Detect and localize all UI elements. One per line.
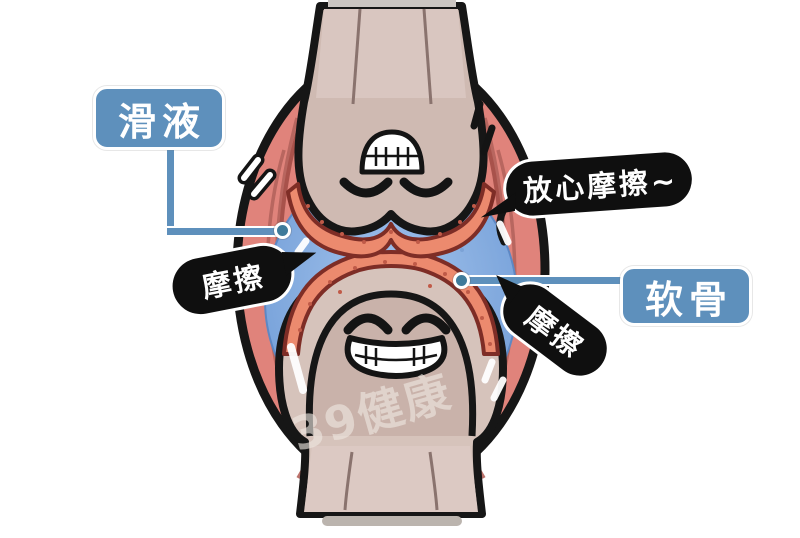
cartilage-top xyxy=(286,182,496,259)
reassure-speech-text: 放心摩擦~ xyxy=(521,163,680,209)
synovial-fluid-label: 滑液 xyxy=(93,86,225,150)
top-bone-face xyxy=(339,129,453,198)
cartilage-bottom xyxy=(282,250,500,356)
cartilage-label: 软骨 xyxy=(620,266,752,326)
friction-left-text: 摩擦 xyxy=(199,258,269,305)
cartilage-connector-horizontal xyxy=(466,275,624,286)
synovial-connector-vertical xyxy=(165,146,176,235)
bottom-bone-cut-shadow xyxy=(322,516,462,526)
inverted-smiling-eyes xyxy=(339,177,453,198)
synovial-connector-horizontal xyxy=(165,226,277,237)
cartilage-connector-dot xyxy=(453,272,470,289)
synovial-connector-dot xyxy=(274,222,291,239)
top-bone xyxy=(294,0,488,236)
smiling-eyes xyxy=(343,313,451,335)
top-bone-cut-shadow xyxy=(328,0,456,7)
bottom-bone-face xyxy=(305,290,477,437)
inverted-mouth xyxy=(359,129,425,175)
grinning-mouth xyxy=(344,335,448,379)
motion-lines xyxy=(237,100,512,402)
